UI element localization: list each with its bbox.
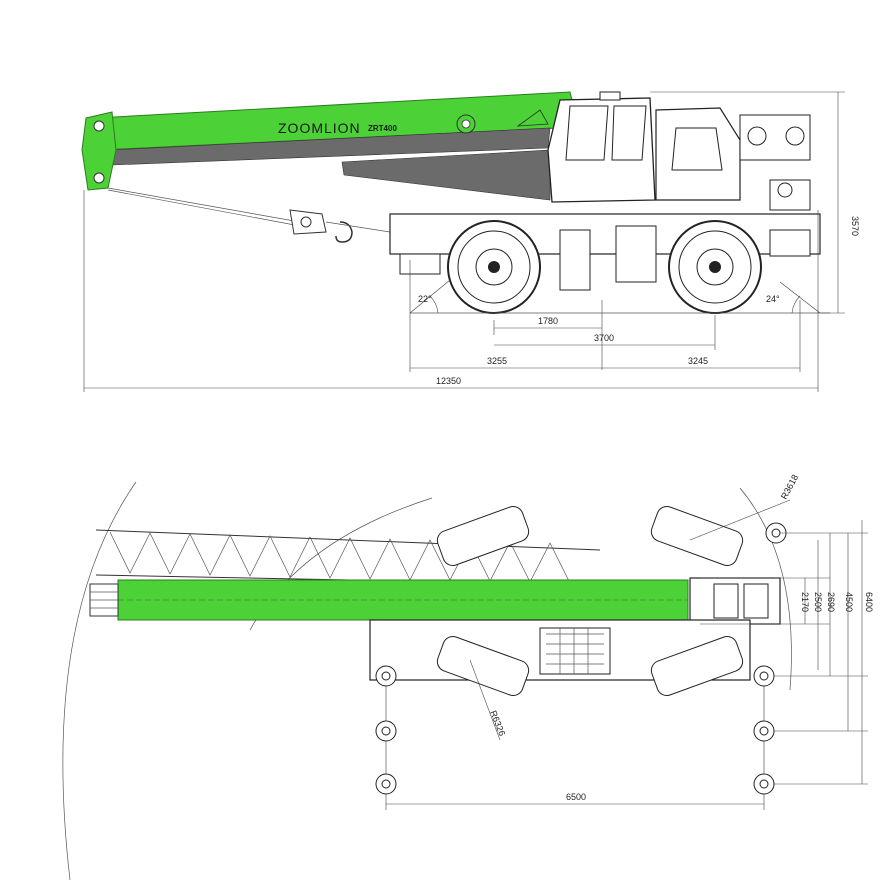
side-view: ZOOMLION ZRT400 xyxy=(81,91,860,392)
swing-arc-large xyxy=(62,481,137,881)
dim-2690-label: 2690 xyxy=(826,592,836,612)
tire-front-left xyxy=(436,506,530,566)
tire-rear-right xyxy=(650,636,744,696)
rear-wheel xyxy=(668,220,762,314)
r3618-leader xyxy=(689,499,791,541)
dim-2170-label: 2170 xyxy=(800,592,810,612)
side-boom-shadow-2 xyxy=(341,149,551,201)
dim-6400-label: 6400 xyxy=(864,592,874,612)
brand-logo-text: ZOOMLION xyxy=(278,120,361,136)
model-text: ZRT400 xyxy=(368,124,397,133)
dim-12350-label: 12350 xyxy=(436,376,461,386)
approach-angle-label: 22° xyxy=(418,294,432,304)
dim-2500-label: 2500 xyxy=(813,592,823,612)
tire-rear-left xyxy=(650,506,744,566)
top-view: R3618 R6326 2170 2500 2690 4500 6400 650… xyxy=(62,473,874,881)
tail-swing-arc xyxy=(739,487,792,691)
dim-3700-label: 3700 xyxy=(594,333,614,343)
dim-r6326-label: R6326 xyxy=(488,709,507,737)
engine-grille xyxy=(539,627,611,675)
dim-4500-label: 4500 xyxy=(844,592,854,612)
dim-3255-label: 3255 xyxy=(487,356,507,366)
dim-r3618-label: R3618 xyxy=(779,473,800,501)
hook xyxy=(335,221,353,243)
dim-3245-label: 3245 xyxy=(688,356,708,366)
dim-1780-label: 1780 xyxy=(538,316,558,326)
front-wheel xyxy=(447,220,541,314)
tire-front-right xyxy=(436,636,530,696)
dim-6500-label: 6500 xyxy=(566,792,586,802)
departure-angle-label: 24° xyxy=(766,294,780,304)
dim-3570-label: 3570 xyxy=(850,216,860,236)
r6326-leader xyxy=(469,659,501,741)
hoist-rope-lower xyxy=(107,189,301,227)
hoist-rope-upper xyxy=(107,187,301,223)
